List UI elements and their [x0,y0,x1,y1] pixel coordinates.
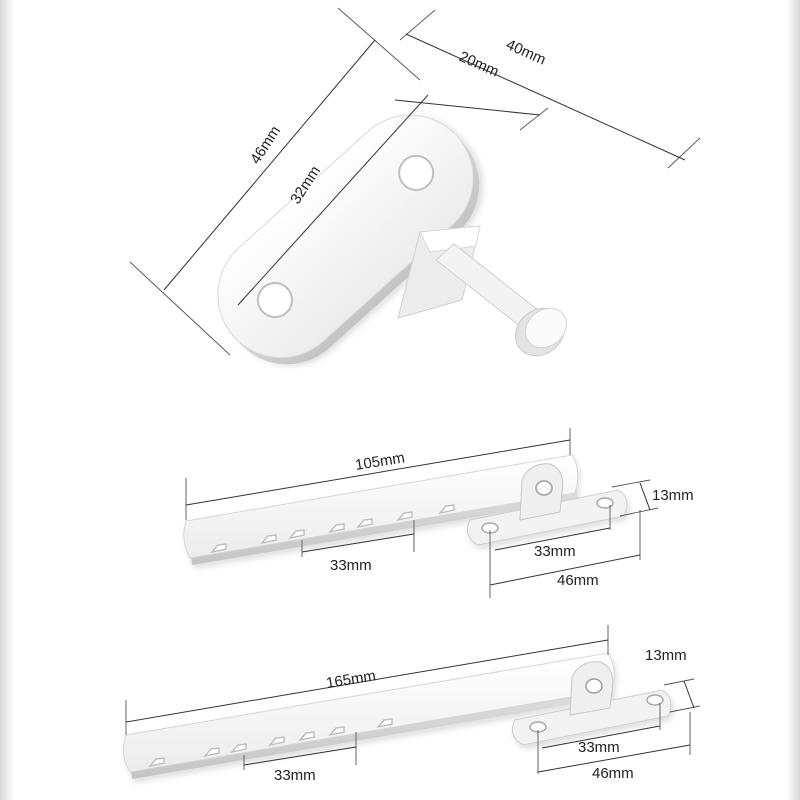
stay-165-plate-line [537,744,691,773]
stay-105-slot-line [494,527,611,551]
pin-bracket [217,114,567,365]
stay-165-length-label: 165mm [325,667,377,692]
stay-165-notch-label: 33mm [274,767,316,784]
stay-165-slot-line [541,725,661,749]
stay-105-notch-label: 33mm [330,557,372,574]
stay-165-plate [511,689,672,746]
bracket-pin-offset-label: 20mm [456,48,501,80]
stay-105-slot-label: 33mm [534,543,576,560]
stay-165-plate-length-label: 46mm [592,765,634,782]
hole-spacing-dim-line [237,94,429,306]
stay-105: 105mm 33mm 33mm 46mm 13mm [183,428,694,598]
stay-105-plate [466,489,628,546]
bracket-height-label: 46mm [247,123,284,167]
pin-offset-dim-line [394,99,541,116]
right-frame-edge [786,0,800,800]
stay-105-notch-line [301,533,415,553]
stay-165-notch-line [243,746,357,766]
bracket-hole-1 [256,282,293,319]
stay-105-plate-line [489,554,641,586]
bracket-plate [217,114,480,365]
stay-105-length-line [185,439,571,506]
stay-105-plate-height-label: 13mm [652,487,694,504]
stay-105-height-line [639,482,651,511]
stay-165-height-line [683,680,695,709]
stay-105-arm [183,454,579,559]
stay-165-slot-label: 33mm [578,739,620,756]
stay-165: 165mm 33mm 33mm 46mm 13mm [122,625,701,784]
stay-165-length-line [125,639,609,723]
width-dim-line [405,33,686,161]
stay-105-notches [210,504,455,554]
bracket-hole-2 [398,154,435,191]
stay-165-plate-height-label: 13mm [645,647,687,664]
stay-105-length-label: 105mm [354,449,406,474]
stay-165-notches [148,718,393,768]
bracket-width-label: 40mm [503,36,548,68]
stay-105-plate-length-label: 46mm [557,572,599,589]
height-dim-line [163,39,376,291]
left-frame-edge [0,0,14,800]
